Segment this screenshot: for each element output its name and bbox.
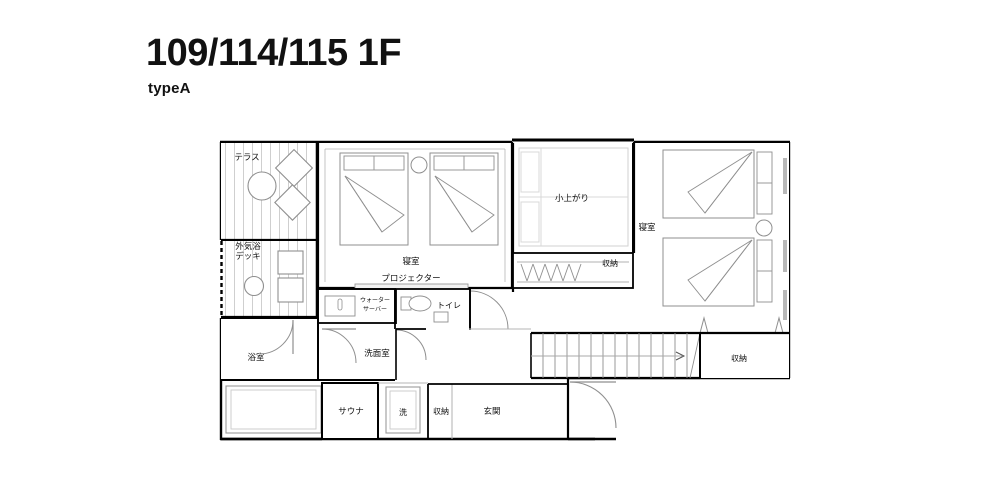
room-label-tatami: 小上がり bbox=[555, 193, 589, 204]
room-closet-right: 収納 bbox=[699, 331, 789, 378]
bed-right-b bbox=[662, 237, 773, 307]
room-entrance: 玄関 bbox=[483, 378, 617, 441]
room-label-closet-right: 収納 bbox=[731, 353, 747, 363]
terrace-round-table bbox=[247, 171, 277, 201]
bed-left-b bbox=[429, 152, 499, 246]
room-terrace: テラス bbox=[221, 143, 319, 242]
room-laundry: 洗 bbox=[385, 386, 421, 434]
terrace-chair-lower bbox=[274, 184, 311, 221]
title-block: 109/114/115 1F typeA bbox=[146, 32, 402, 97]
nightstand-left bbox=[410, 156, 428, 174]
hall-door-swing bbox=[395, 329, 427, 361]
deck-round-table bbox=[243, 275, 265, 297]
room-open-air-deck: 外気浴 デッキ bbox=[220, 241, 319, 319]
page-title: 109/114/115 1F bbox=[146, 32, 402, 74]
nightstand-right bbox=[755, 219, 773, 237]
room-washroom: 洗面室 bbox=[317, 324, 469, 381]
room-closet-upper: 収納 bbox=[512, 252, 638, 315]
room-label-bedroom-right: 寝室 bbox=[638, 222, 656, 233]
room-tatami-platform: 小上がり bbox=[511, 143, 633, 292]
toilet-bowl bbox=[400, 295, 432, 312]
room-label-deck-line2: デッキ bbox=[235, 251, 261, 262]
label-water-server-line1: ウォーター bbox=[360, 296, 390, 304]
bed-left-a bbox=[339, 152, 409, 246]
window-right-upper bbox=[783, 158, 787, 194]
room-bathroom: 浴室 bbox=[221, 318, 322, 434]
deck-chair-upper bbox=[277, 250, 304, 275]
toilet-tank bbox=[433, 311, 449, 323]
room-label-entrance: 玄関 bbox=[483, 406, 500, 417]
stair-direction-arrow bbox=[675, 351, 686, 361]
room-label-bedroom-left: 寝室 bbox=[402, 256, 420, 267]
deck-chair-lower bbox=[277, 277, 304, 303]
room-toilet: トイレ bbox=[395, 288, 509, 330]
terrace-chair-upper bbox=[274, 148, 314, 188]
room-label-bathroom: 浴室 bbox=[247, 352, 265, 363]
room-label-laundry: 洗 bbox=[399, 407, 407, 417]
interior-wall-segments bbox=[221, 143, 634, 441]
room-label-sauna: サウナ bbox=[338, 407, 364, 417]
window-right-mid bbox=[783, 240, 787, 272]
window-right-lower bbox=[783, 290, 787, 320]
bed-right-a bbox=[662, 149, 773, 219]
area-water-server: ウォーター サーバー bbox=[317, 288, 396, 324]
page-subtitle: typeA bbox=[148, 79, 191, 97]
entrance-door-swing bbox=[569, 381, 617, 429]
room-label-washroom: 洗面室 bbox=[364, 348, 390, 359]
room-label-terrace: テラス bbox=[234, 153, 259, 163]
room-label-closet-upper: 収納 bbox=[602, 258, 618, 268]
staircase bbox=[530, 331, 701, 380]
room-label-closet-lower: 収納 bbox=[433, 406, 449, 416]
label-projector: プロジェクター bbox=[381, 274, 440, 284]
room-bedroom-right: 寝室 bbox=[632, 142, 789, 334]
room-sauna: サウナ bbox=[321, 382, 379, 440]
room-label-deck-line1: 外気浴 bbox=[235, 241, 261, 252]
closet-hangers bbox=[520, 263, 582, 282]
room-bedroom-left: 寝室 プロジェクター bbox=[316, 142, 514, 293]
toilet-door-swing bbox=[469, 290, 509, 330]
label-water-server-line2: サーバー bbox=[363, 306, 387, 313]
room-closet-lower: 収納 bbox=[427, 383, 568, 439]
faucet-icon bbox=[337, 298, 343, 311]
room-label-toilet: トイレ bbox=[437, 301, 461, 310]
